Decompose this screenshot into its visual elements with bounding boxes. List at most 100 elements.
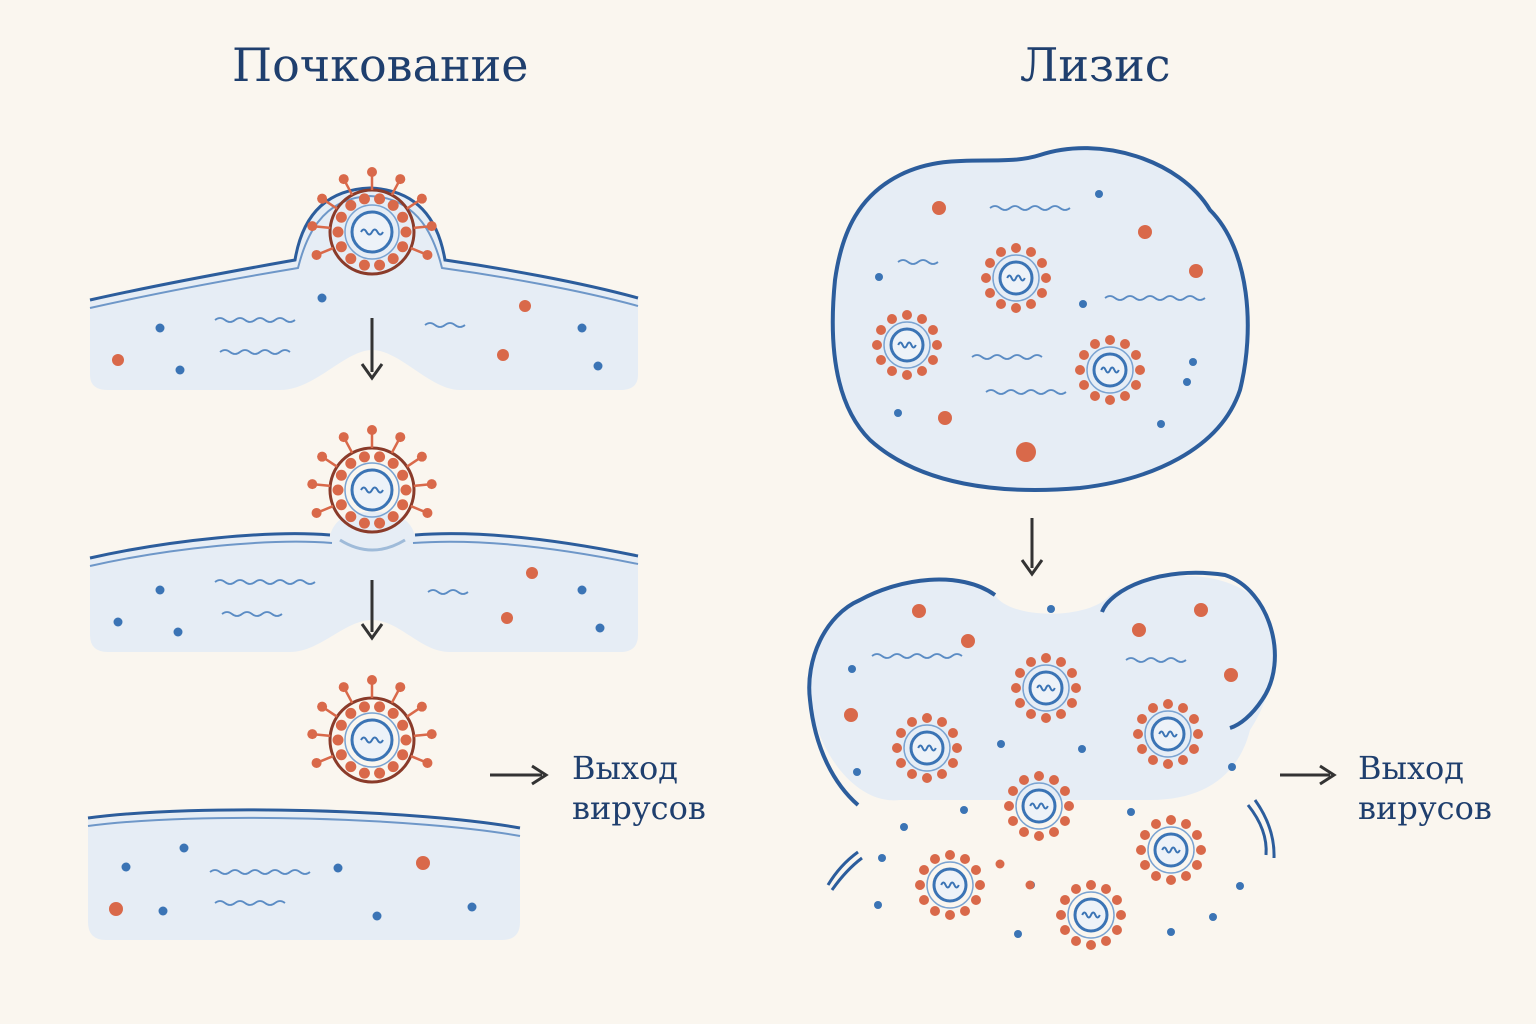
lysis-virus [1056,880,1126,950]
cytoplasm-particle [519,300,531,312]
cytoplasm-particle [1047,605,1055,613]
cytoplasm-particle [179,843,189,853]
rna-strand [219,349,291,355]
lysis-virus [1075,335,1145,405]
lysis-virus [1011,653,1081,723]
rna-strand [214,317,296,323]
budding-stage1-membrane [89,186,639,302]
cytoplasm-particle [1157,420,1165,428]
budding-virus-stage3 [307,675,437,784]
cytoplasm-particle [848,665,856,673]
cytoplasm-particle [874,901,882,909]
cytoplasm-particle [497,349,509,361]
cytoplasm-particle [1224,668,1238,682]
cytoplasm-particle [526,567,538,579]
lysis-virus [1004,771,1074,841]
cytoplasm-particle [416,856,430,870]
rna-strand [214,900,286,906]
rna-strand [989,205,1071,211]
rna-strand [221,611,283,617]
cytoplasm-particle [900,823,908,831]
cytoplasm-particle [894,409,902,417]
cytoplasm-particle [1183,378,1191,386]
cytoplasm-particle [175,365,185,375]
cytoplasm-particle [1194,603,1208,617]
cytoplasm-particle [1189,358,1197,366]
cytoplasm-particle [333,863,343,873]
rna-strand [424,322,466,328]
lysis-virus [892,713,962,783]
lysis-exit-line1: Выход [1358,749,1464,787]
cytoplasm-particle [113,617,123,627]
rna-strand [985,389,1067,395]
cytoplasm-particle [1228,763,1236,771]
lysis-virus [915,850,985,920]
cytoplasm-particle [577,323,587,333]
cytoplasm-particle [1016,442,1036,462]
lysis-membrane-fragment-right [1100,570,1277,730]
cytoplasm-particle [1025,880,1035,890]
cytoplasm-particle [577,585,587,595]
budding-stage2-cell [90,512,638,652]
cytoplasm-particle [593,361,603,371]
cytoplasm-particle [875,273,883,281]
cytoplasm-particle [961,634,975,648]
cytoplasm-particle [932,201,946,215]
cytoplasm-particle [1014,930,1022,938]
rna-strand [427,589,469,595]
cytoplasm-particle [112,354,124,366]
budding-virus-stage2 [307,425,437,534]
budding-virus-stage1 [307,167,437,276]
budding-exit-line2: вирусов [572,789,706,827]
cytoplasm-particle [1167,928,1175,936]
cytoplasm-particle [1127,808,1135,816]
cytoplasm-particle [109,902,123,916]
lysis-virus [1136,815,1206,885]
lysis-exit-line2: вирусов [1358,789,1492,827]
cytoplasm-particle [595,623,605,633]
cytoplasm-particle [155,585,165,595]
cytoplasm-particle [997,740,1005,748]
cytoplasm-particle [1079,300,1087,308]
cytoplasm-particle [158,906,168,916]
cytoplasm-particle [1132,623,1146,637]
cytoplasm-particle [1138,225,1152,239]
cytoplasm-particle [960,806,968,814]
cytoplasm-particle [501,612,513,624]
lysis-exit-label: Выход вирусов [1358,748,1492,828]
cytoplasm-particle [1095,190,1103,198]
cytoplasm-particle [844,708,858,722]
budding-panel [87,186,639,940]
rna-strand [871,653,963,659]
lysis-virus [1133,699,1203,769]
rna-strand [214,579,316,585]
cytoplasm-particle [853,768,861,776]
rna-strand [209,869,311,875]
cytoplasm-particle [155,323,165,333]
cytoplasm-particle [1078,745,1086,753]
cytoplasm-particle [317,293,327,303]
cytoplasm-particle [372,911,382,921]
lysis-arrow [1020,518,1044,577]
lysis-virus [872,310,942,380]
budding-exit-line1: Выход [572,749,678,787]
budding-stage2-membrane [89,532,639,560]
lysis-title: Лизис [1020,38,1171,92]
budding-title: Почкование [232,38,529,92]
budding-stage3-cell [88,811,520,940]
budding-stage3-membrane [87,808,521,830]
lysis-exit-arrow [1280,764,1337,786]
cytoplasm-particle [121,862,131,872]
budding-stage1-cell [90,188,638,390]
cytoplasm-particle [1236,882,1244,890]
budding-exit-arrow [490,764,549,786]
lysis-virus [981,243,1051,313]
rna-strand [1104,295,1206,301]
budding-exit-label: Выход вирусов [572,748,706,828]
cytoplasm-particle [995,859,1005,869]
lysis-panel [807,146,1337,891]
cytoplasm-particle [912,604,926,618]
budding-arrows [360,318,384,641]
cytoplasm-particle [1189,264,1203,278]
